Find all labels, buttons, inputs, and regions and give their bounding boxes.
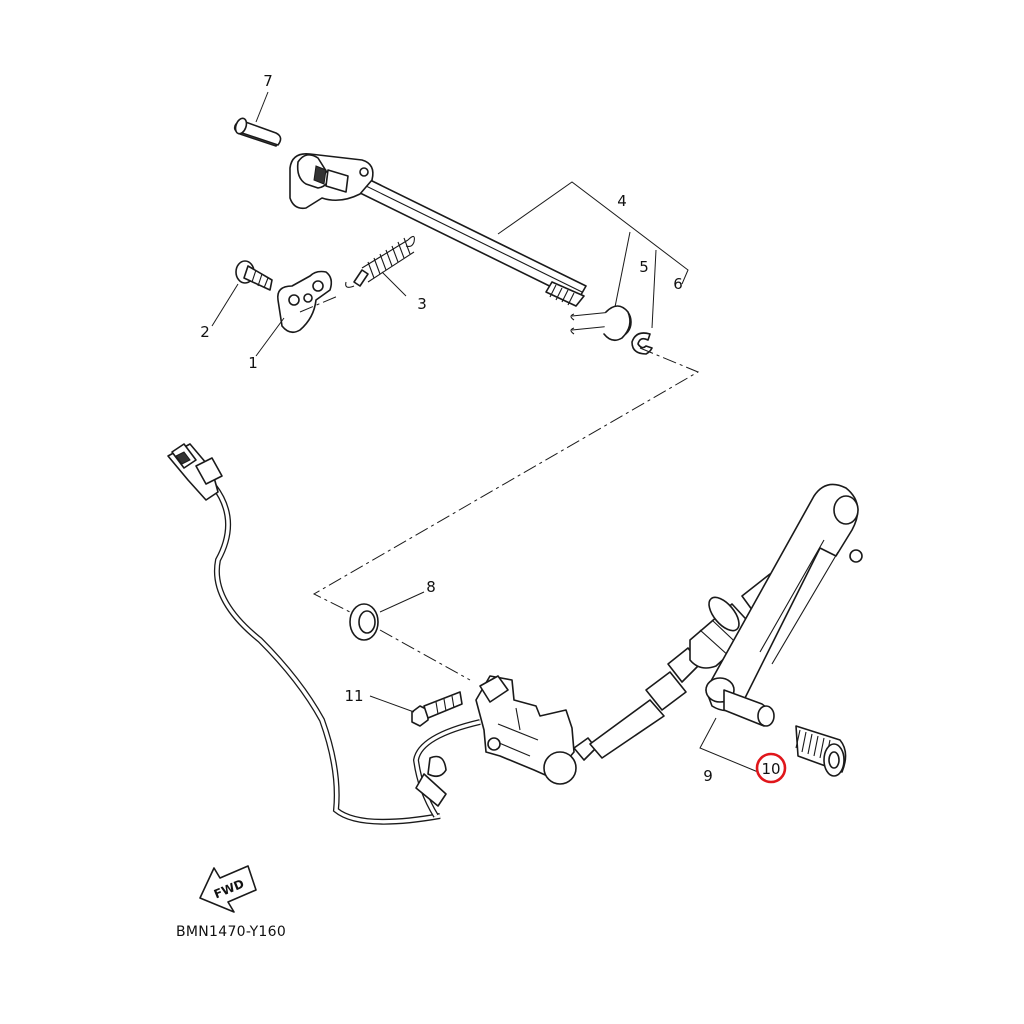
part-1-stopper-lever[interactable]	[276, 270, 333, 334]
forward-direction-arrow: FWD	[199, 865, 257, 913]
callout-8: 8	[426, 578, 436, 596]
callout-2: 2	[200, 323, 210, 341]
callout-3: 3	[417, 295, 427, 313]
sensor-wire-harness	[211, 484, 481, 825]
callout-5: 5	[639, 258, 649, 276]
part-10-pedal-rubber[interactable]	[795, 725, 847, 777]
part-3-tension-spring[interactable]	[345, 235, 415, 288]
assembly-axis	[312, 347, 700, 681]
wire-connector	[167, 443, 223, 501]
leader-lines-upper	[211, 91, 407, 357]
callout-9: 9	[703, 767, 713, 785]
part-6-circlip[interactable]	[631, 332, 653, 355]
callout-bracket-9-10	[699, 717, 759, 773]
callout-6: 6	[673, 275, 683, 293]
callout-labels: 7 4 5 6 3 2 1 8 11 9 10	[200, 72, 780, 785]
callout-7: 7	[263, 72, 273, 90]
diagram-reference-code: BMN1470-Y160	[176, 924, 287, 940]
shift-pedal[interactable]	[705, 483, 863, 712]
callout-4: 4	[617, 192, 627, 210]
part-9-peg[interactable]	[723, 689, 775, 727]
part-4-shift-shaft[interactable]	[289, 152, 587, 307]
callout-bracket-4-5-6	[497, 181, 689, 329]
callout-11: 11	[344, 687, 363, 705]
part-5-spring[interactable]	[570, 305, 632, 342]
highlight-circle-part-10	[755, 752, 787, 784]
part-7-pin[interactable]	[233, 117, 282, 147]
callout-1: 1	[248, 354, 258, 372]
part-8-oil-seal[interactable]	[349, 591, 425, 641]
callout-10: 10	[761, 760, 780, 778]
part-2-bolt[interactable]	[235, 260, 273, 291]
shift-sensor-bracket	[475, 675, 597, 785]
part-11-bolt[interactable]	[369, 691, 463, 727]
